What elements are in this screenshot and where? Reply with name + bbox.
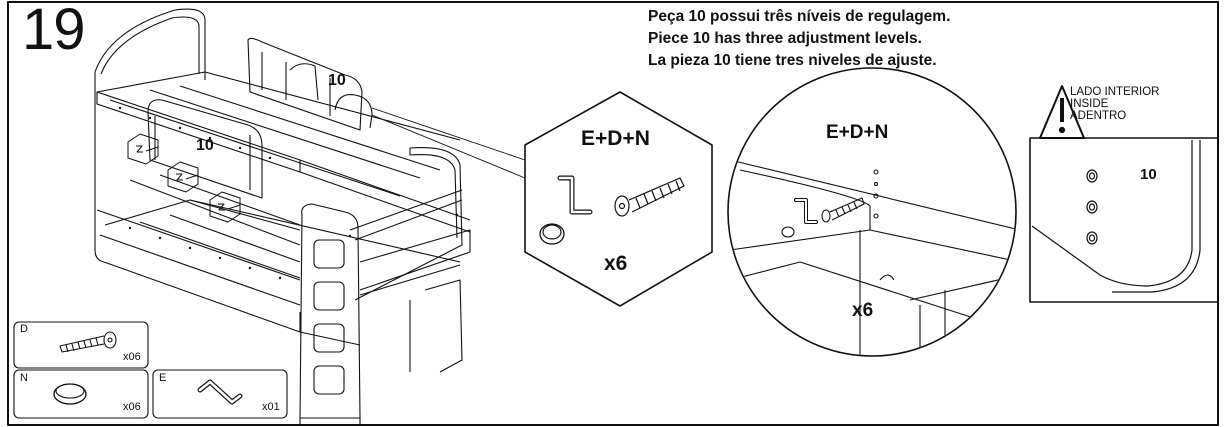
bunk-bed-illustration (94, 8, 526, 425)
cap-icon (53, 383, 87, 405)
warning-line-en: INSIDE (1070, 98, 1109, 110)
part-box-d (13, 321, 149, 369)
part-box-n (13, 369, 149, 419)
piece-10-top-label: 10 (328, 72, 346, 89)
parts-list (13, 321, 288, 419)
part-e-code: E (159, 372, 167, 384)
instruction-pt: Peça 10 possui três níveis de regulagem. (648, 8, 951, 25)
part-d-code: D (20, 323, 28, 335)
step-number: 19 (22, 0, 86, 62)
piece-10-detail-label: 10 (1140, 166, 1157, 183)
part-e-qty: x01 (262, 401, 280, 413)
part-n-qty: x06 (123, 401, 141, 413)
allen-key-icon (197, 379, 243, 405)
part-n-code: N (20, 372, 28, 384)
part-box-e (152, 369, 288, 419)
screw-icon (59, 331, 117, 353)
circle-quantity-label: x6 (852, 300, 874, 321)
part-d-qty: x06 (123, 351, 141, 363)
circle-hardware-label: E+D+N (826, 122, 889, 143)
warning-line-es: ADENTRO (1070, 110, 1127, 122)
circle-detail-panel (727, 67, 1017, 357)
inside-detail-panel (1029, 137, 1219, 303)
screw-icon (614, 177, 685, 217)
hex-detail-panel (524, 91, 713, 307)
warning-line-pt: LADO INTERIOR (1070, 86, 1160, 98)
hex-hardware-label: E+D+N (581, 127, 650, 150)
page-border (7, 1, 1219, 426)
piece-10-side-label: 10 (196, 137, 214, 154)
instruction-es: La pieza 10 tiene tres niveles de ajuste… (648, 52, 937, 69)
hardware-marker (127, 133, 241, 223)
hex-quantity-label: x6 (604, 252, 628, 275)
instruction-en: Piece 10 has three adjustment levels. (648, 30, 922, 47)
